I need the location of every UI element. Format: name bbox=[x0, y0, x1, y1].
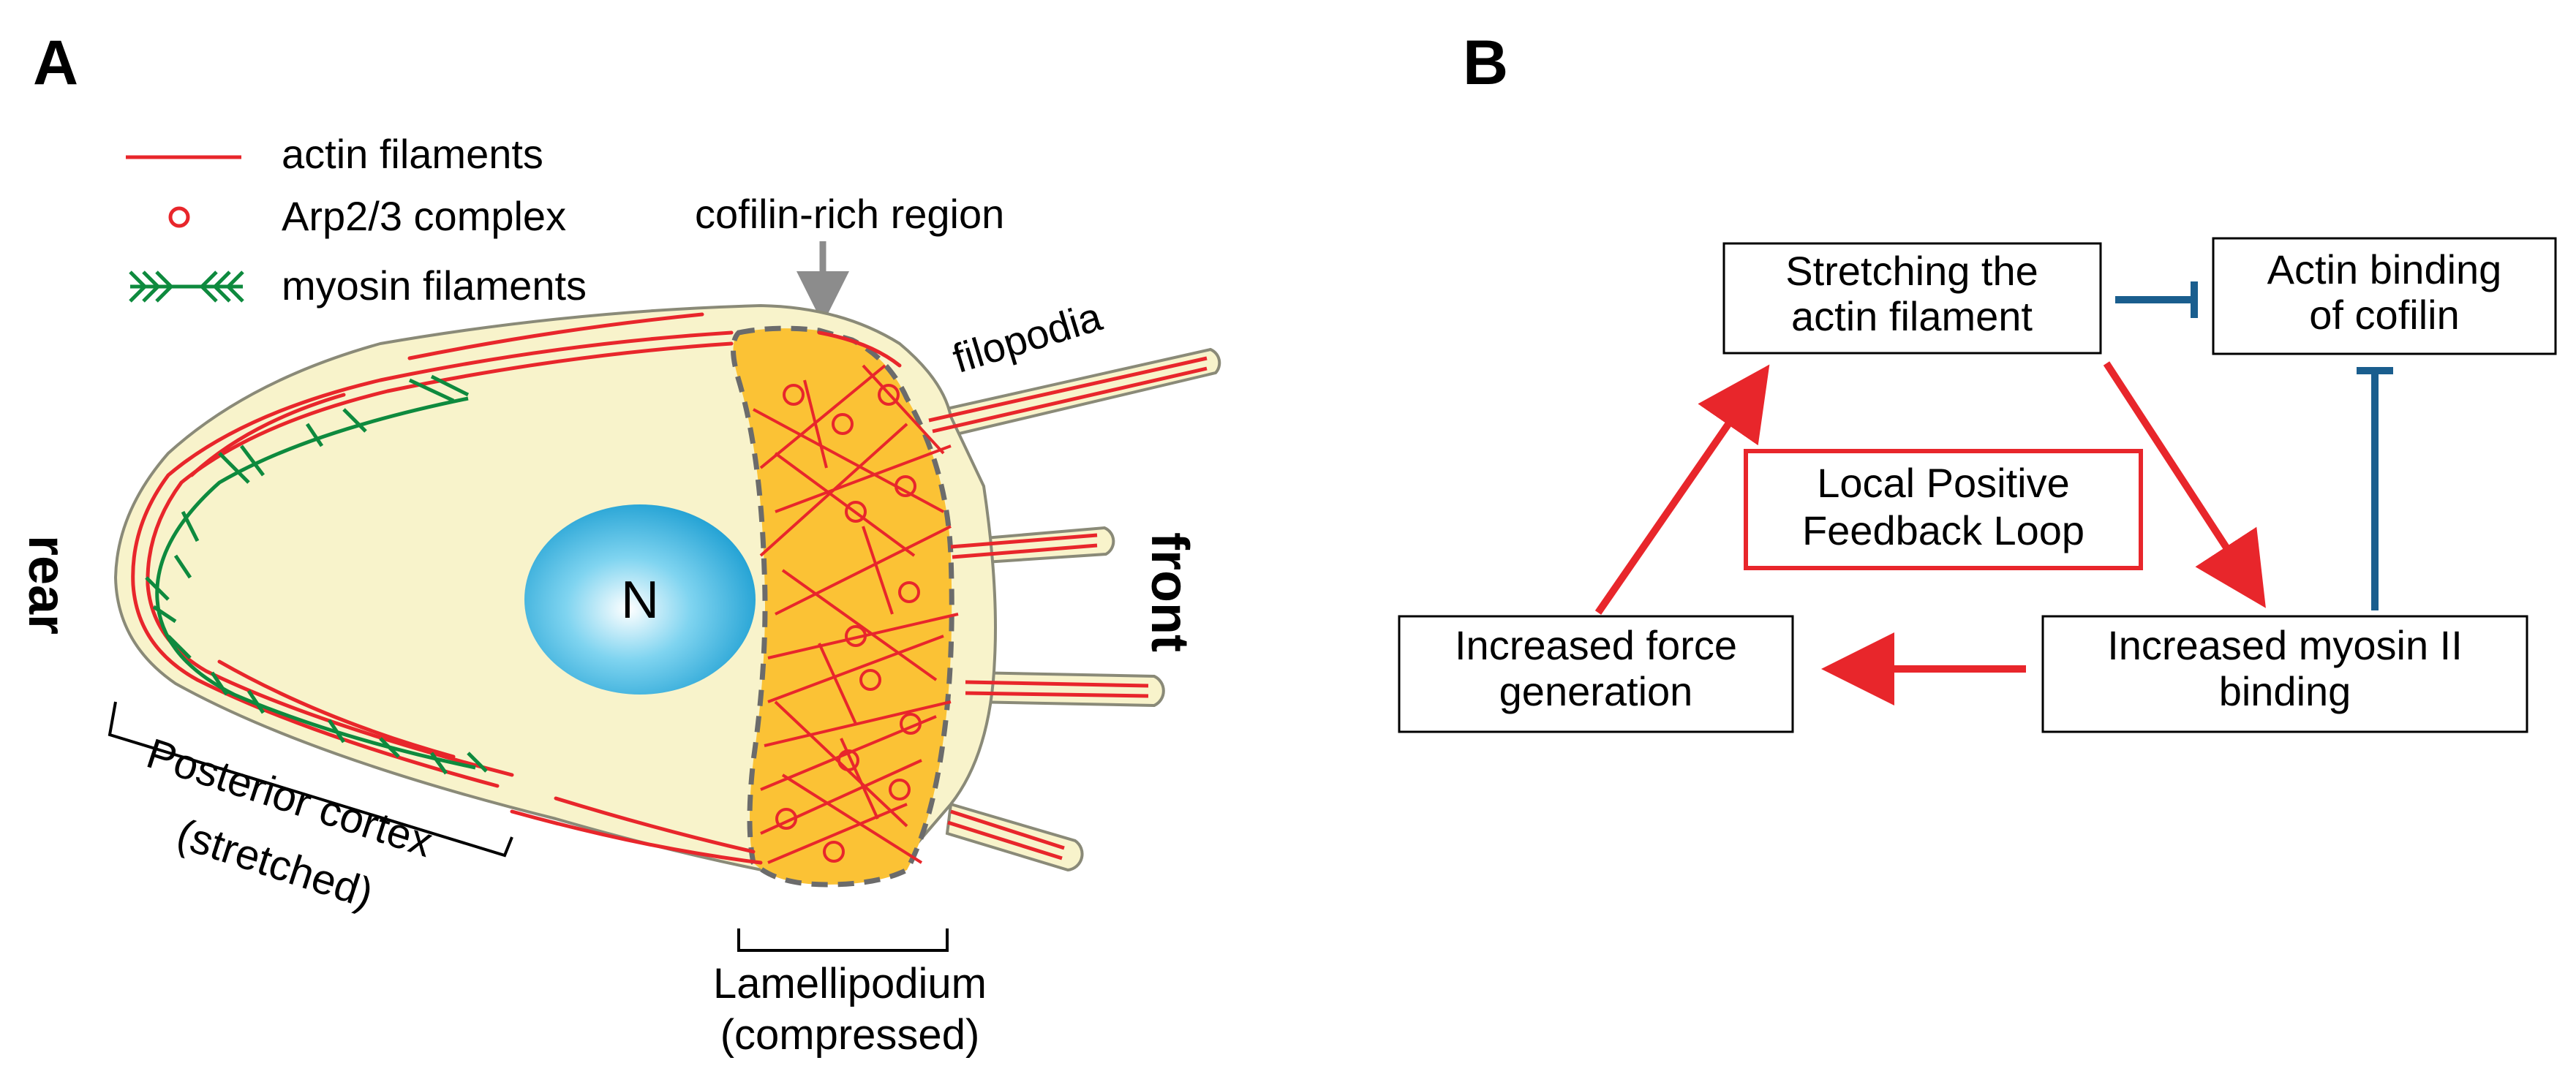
cortical-actin bbox=[131, 312, 902, 865]
legend: actin filaments Arp2/3 complex myosin fi… bbox=[126, 131, 587, 309]
rear-label: rear bbox=[18, 535, 76, 635]
force-line2: generation bbox=[1499, 668, 1693, 714]
myosin-filaments bbox=[145, 374, 488, 775]
feedback-loop-box bbox=[1744, 449, 2143, 570]
nucleus bbox=[524, 504, 756, 695]
stretching-box bbox=[1722, 242, 2102, 355]
myosin-line1: Increased myosin II bbox=[2107, 622, 2463, 668]
cofilin-box bbox=[2212, 237, 2557, 355]
cofilin-line2: of cofilin bbox=[2309, 292, 2459, 338]
myosin-box bbox=[2041, 615, 2528, 733]
panel-b: B Stretching the actin filament Actin bi… bbox=[1398, 28, 2557, 733]
panel-b-label: B bbox=[1463, 28, 1508, 98]
loop-line1: Local Positive bbox=[1817, 460, 2070, 506]
arrow-stretching-to-myosin bbox=[2103, 361, 2266, 608]
activation-arrows bbox=[1594, 361, 2266, 705]
inhibition-connectors bbox=[2115, 281, 2393, 610]
myosin-line2: binding bbox=[2219, 668, 2351, 714]
filopodia-label: filopodia bbox=[947, 292, 1107, 381]
posterior-bracket bbox=[108, 701, 513, 858]
stretching-line1: Stretching the bbox=[1785, 248, 2038, 294]
legend-myosin-swatch bbox=[129, 270, 244, 303]
cofilin-line1: Actin binding bbox=[2267, 246, 2502, 292]
force-line1: Increased force bbox=[1455, 622, 1737, 668]
panel-a-label: A bbox=[33, 28, 78, 98]
arrow-force-to-stretching bbox=[1594, 364, 1770, 615]
legend-actin-label: actin filaments bbox=[282, 131, 543, 177]
stretching-line2: actin filament bbox=[1791, 293, 2033, 339]
arp23-markers bbox=[775, 384, 922, 863]
loop-line2: Feedback Loop bbox=[1802, 507, 2084, 553]
cofilin-region-label: cofilin-rich region bbox=[695, 191, 1004, 237]
front-label: front bbox=[1140, 532, 1199, 652]
nucleus-label: N bbox=[621, 571, 659, 629]
legend-arp-label: Arp2/3 complex bbox=[282, 193, 566, 239]
filopodia-actin bbox=[928, 356, 1208, 860]
lamellipodium-label-line2: (compressed) bbox=[720, 1011, 980, 1059]
legend-myosin-label: myosin filaments bbox=[282, 262, 587, 309]
lamellipodium-label-line1: Lamellipodium bbox=[713, 960, 987, 1007]
lamellipodium-actin-network bbox=[753, 364, 959, 864]
lamellipodium-bracket bbox=[737, 928, 949, 952]
legend-arp-swatch bbox=[168, 206, 190, 228]
panel-a: A actin filaments Arp2/3 complex myosin … bbox=[18, 28, 1221, 1059]
force-box bbox=[1398, 615, 1794, 733]
